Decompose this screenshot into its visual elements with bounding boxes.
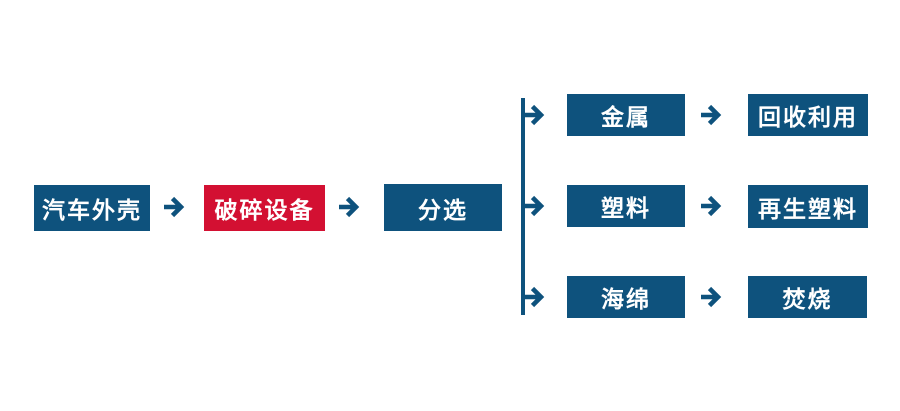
- arrow-right-icon: [701, 286, 722, 308]
- arrow-right-icon: [524, 286, 545, 308]
- branch-connector-line: [521, 98, 525, 315]
- arrow-right-icon: [701, 104, 722, 126]
- arrow-right-icon: [164, 196, 185, 218]
- arrow-right-icon: [524, 195, 545, 217]
- flow-node-sponge: 海绵: [567, 276, 685, 318]
- flow-node-metal: 金属: [567, 94, 685, 136]
- flow-node-incineration: 焚烧: [748, 276, 867, 318]
- flow-node-recycling: 回收利用: [748, 94, 868, 136]
- flow-node-recycled-plastic: 再生塑料: [748, 185, 868, 228]
- flow-node-crusher: 破碎设备: [204, 185, 325, 231]
- flow-node-sorting: 分选: [384, 184, 502, 231]
- arrow-right-icon: [524, 104, 545, 126]
- arrow-right-icon: [339, 196, 360, 218]
- arrow-right-icon: [701, 195, 722, 217]
- flow-node-plastic: 塑料: [567, 185, 685, 227]
- flow-node-car-shell: 汽车外壳: [34, 185, 150, 231]
